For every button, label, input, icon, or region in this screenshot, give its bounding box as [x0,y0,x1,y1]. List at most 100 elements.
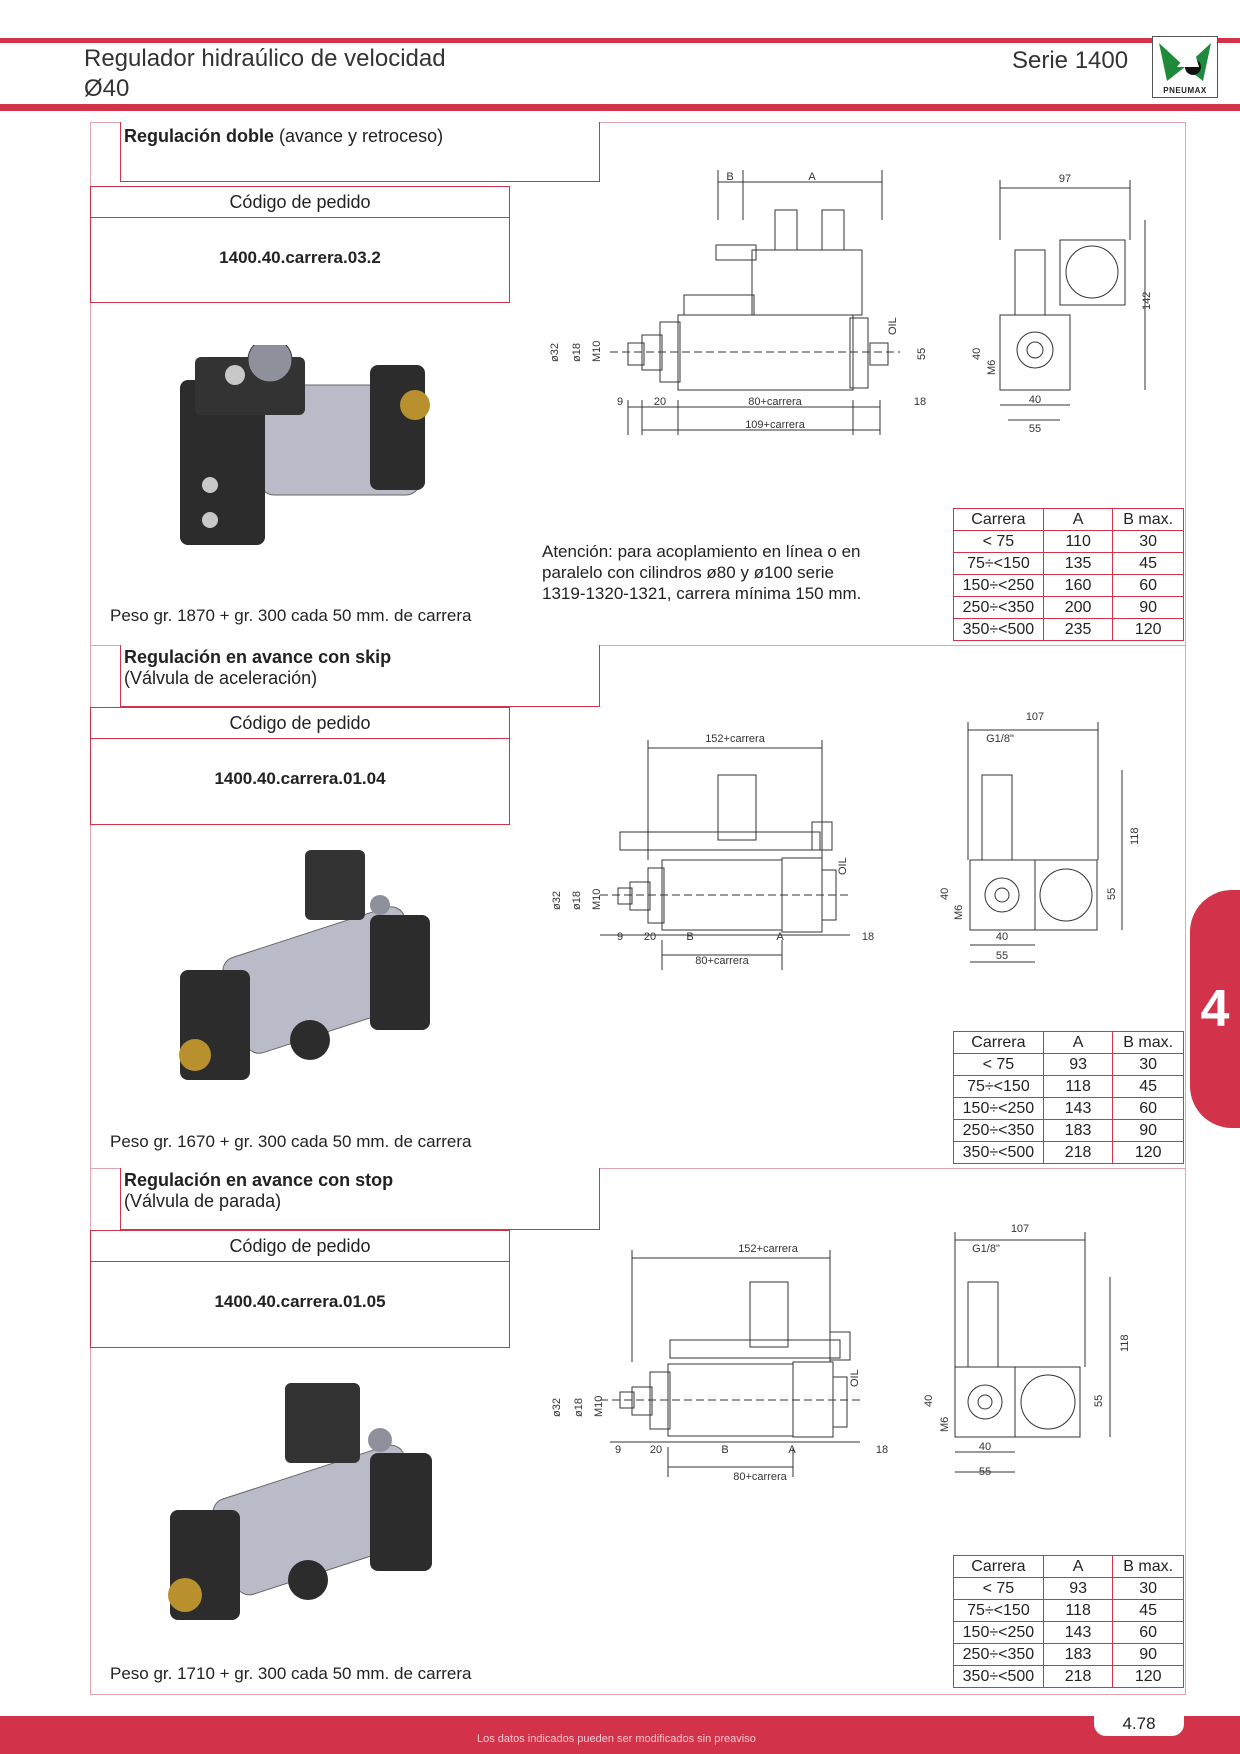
dim-label-oil-1: OIL [887,317,899,335]
table-header: Carrera [953,508,1044,531]
table-cell: 90 [1112,1119,1184,1142]
table-cell: 60 [1112,1097,1184,1120]
header-bottom-rule [0,104,1240,111]
table-cell: 45 [1112,1075,1184,1098]
table-cell: 93 [1042,1053,1114,1076]
pneumax-logo-icon [1159,43,1211,81]
section-title-3-sub: (Válvula de parada) [124,1191,282,1211]
weight-1: Peso gr. 1870 + gr. 300 cada 50 mm. de c… [110,606,472,625]
weight-3: Peso gr. 1710 + gr. 300 cada 50 mm. de c… [110,1664,472,1683]
table-cell: 60 [1112,574,1184,597]
dim-label-m6-3: M6 [939,1417,951,1432]
table-header-row: Carrera A B max. [953,1555,1184,1578]
table-cell: 250÷<350 [953,596,1044,619]
technical-drawing-3: 152+carrera ø32 ø18 M10 OIL 9 20 B A 18 … [551,1223,1131,1482]
table-cell: 30 [1112,1053,1184,1076]
technical-drawing-2: 152+carrera ø32 ø18 M10 OIL 9 20 B A 18 … [551,711,1141,970]
section-title-2: Regulación en avance con skip (Válvula d… [120,645,600,707]
dim-label-A-3: A [788,1444,796,1456]
dim-label-118-3: 118 [1119,1334,1131,1352]
table-cell: < 75 [953,1577,1044,1600]
dim-label-d32-2: ø32 [551,891,563,910]
table-cell: 60 [1112,1621,1184,1644]
dim-label-18-3: 18 [876,1444,888,1456]
table-cell: 93 [1042,1577,1114,1600]
table-cell: 30 [1112,530,1184,553]
top-rule [0,38,1240,43]
dim-label-40b-3: 40 [979,1441,991,1453]
table-cell: 143 [1042,1097,1114,1120]
dim-label-55b-1: 55 [1029,423,1041,435]
page-number: 4.78 [1122,1714,1156,1733]
table-cell: < 75 [953,1053,1044,1076]
section-title-3-bold: Regulación en avance con stop [124,1170,394,1190]
dim-label-9-2: 9 [617,931,623,943]
dim-label-20-2: 20 [644,931,656,943]
dim-label-m10-1: M10 [591,341,603,362]
order-code-box-2: Código de pedido 1400.40.carrera.01.04 [90,707,510,825]
table-header: A [1042,1555,1114,1578]
product-photo-1 [175,337,445,565]
table-cell: 350÷<500 [953,1665,1044,1688]
table-cell: 30 [1112,1577,1184,1600]
dim-label-20-1: 20 [654,396,666,408]
table-cell: 75÷<150 [953,1075,1044,1098]
table-cell: 110 [1042,530,1114,553]
section-title-2-bold: Regulación en avance con skip [124,647,392,667]
table-cell: 118 [1042,1599,1114,1622]
order-code-box-1: Código de pedido 1400.40.carrera.03.2 [90,186,510,303]
dim-label-109-1: 109+carrera [745,419,806,431]
dim-label-9-3: 9 [615,1444,621,1456]
dim-label-m6-2: M6 [953,905,965,920]
dim-label-55b-3: 55 [979,1466,991,1478]
footer-bar [0,1716,1240,1754]
order-code-3: 1400.40.carrera.01.05 [214,1292,386,1311]
page-title: Regulador hidraúlico de velocidad Ø40 [84,44,446,104]
dim-label-55-1: 55 [916,348,928,360]
table-cell: 120 [1112,1141,1184,1164]
dim-label-d32-3: ø32 [551,1398,563,1417]
dim-label-55-2: 55 [1106,888,1118,900]
table-cell: 250÷<350 [953,1119,1044,1142]
dim-label-20-3: 20 [650,1444,662,1456]
table-cell: 143 [1042,1621,1114,1644]
page-title-line1: Regulador hidraúlico de velocidad [84,45,446,72]
page-number-tab: 4.78 [1094,1712,1184,1736]
dim-label-m6-1: M6 [986,360,998,375]
dim-label-B-2: B [686,931,693,943]
section-title-1-rest: (avance y retroceso) [274,126,444,146]
dim-label-142-1: 142 [1141,292,1153,310]
table-cell: 120 [1112,618,1184,641]
table-cell: 150÷<250 [953,1621,1044,1644]
dim-label-55-3: 55 [1093,1395,1105,1407]
table-cell: 45 [1112,552,1184,575]
product-photo-3 [160,1375,450,1635]
chapter-tab[interactable]: 4 [1190,890,1240,1128]
order-code-label-3: Código de pedido [91,1231,509,1262]
table-cell: 183 [1042,1643,1114,1666]
dim-label-18-1: 18 [914,396,926,408]
table-cell: 160 [1042,574,1114,597]
table-cell: 90 [1112,596,1184,619]
table-cell: 150÷<250 [953,574,1044,597]
page-title-line2: Ø40 [84,75,130,102]
dim-label-80-2: 80+carrera [695,955,749,967]
dim-label-40-3: 40 [923,1395,935,1407]
section-frame-3 [90,1168,1186,1695]
table-header: B max. [1112,1031,1184,1054]
table-header-row: Carrera A B max. [953,508,1184,531]
dim-label-g18-3: G1/8" [972,1243,1000,1255]
table-cell: 183 [1042,1119,1114,1142]
